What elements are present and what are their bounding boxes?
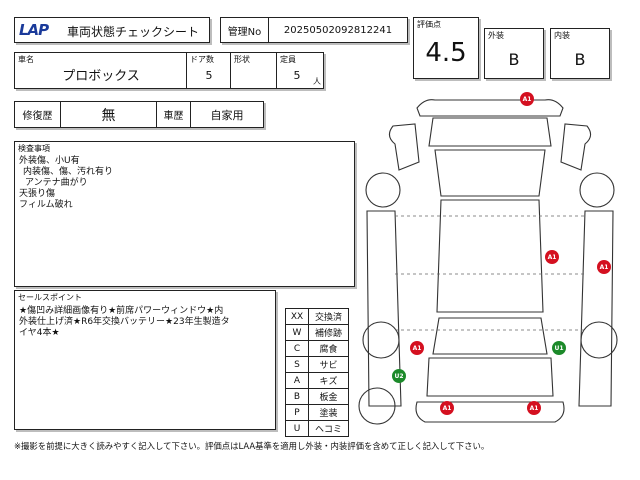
damage-marker: A1 bbox=[545, 250, 559, 264]
shape-cell: 形状 bbox=[231, 53, 277, 88]
sales-line: 外装仕上げ済★R6年交換バッテリー★23年生製造タ bbox=[19, 317, 230, 327]
sales-point-text: ★傷凹み詳細画像有り★前席パワーウィンドウ★内 外装仕上げ済★R6年交換バッテリ… bbox=[19, 306, 275, 339]
sales-point-label: セールスポイント bbox=[18, 293, 82, 302]
repair-value: 無 bbox=[61, 102, 157, 127]
shape-value bbox=[231, 63, 277, 87]
inspection-notes: 外装傷、小U有 内装傷、傷、汚れ有り アンテナ曲がり 天張り傷 フィルム破れ bbox=[19, 156, 113, 211]
exterior-grade-box: 外装 B bbox=[484, 28, 544, 79]
damage-marker: A1 bbox=[410, 341, 424, 355]
management-label: 管理No bbox=[221, 18, 269, 42]
capacity-value: 5 bbox=[293, 68, 301, 82]
doors-value: 5 bbox=[205, 68, 213, 82]
car-diagram bbox=[358, 99, 618, 425]
management-box: 管理No 20250502092812241 bbox=[220, 17, 408, 43]
score-label: 評価点 bbox=[417, 20, 441, 29]
footer-note: ※撮影を前提に大きく読みやすく記入して下さい。評価点はLAA基準を適用し外装・内… bbox=[14, 441, 490, 451]
history-value: 自家用 bbox=[210, 108, 244, 122]
inspection-line: フィルム破れ bbox=[19, 200, 73, 210]
capacity-unit: 人 bbox=[313, 77, 321, 86]
inspection-line: 外装傷、小U有 bbox=[19, 156, 80, 166]
inspection-line: 天張り傷 bbox=[19, 189, 56, 199]
repair-box: 修復歴 無 車歴 自家用 bbox=[14, 101, 264, 128]
damage-marker: A1 bbox=[527, 401, 541, 415]
exterior-label: 外装 bbox=[488, 31, 504, 40]
car-name-cell: 車名 プロボックス bbox=[15, 53, 187, 88]
damage-marker: A1 bbox=[597, 260, 611, 274]
score-box: 評価点 4.5 bbox=[413, 17, 479, 79]
interior-label: 内装 bbox=[554, 31, 570, 40]
dent-marker: U2 bbox=[392, 369, 406, 383]
sales-line: イヤ4本★ bbox=[19, 328, 60, 338]
sales-point-box: セールスポイント ★傷凹み詳細画像有り★前席パワーウィンドウ★内 外装仕上げ済★… bbox=[14, 290, 276, 430]
exterior-grade: B bbox=[508, 49, 520, 69]
capacity-label: 定員 bbox=[280, 55, 296, 64]
management-number: 20250502092812241 bbox=[283, 24, 393, 36]
interior-grade: B bbox=[574, 49, 586, 69]
inspection-line: 内装傷、傷、汚れ有り bbox=[23, 167, 114, 177]
repair-label: 修復歴 bbox=[15, 102, 61, 127]
history-label: 車歴 bbox=[157, 102, 191, 127]
lap-logo: LAP bbox=[19, 21, 49, 39]
car-name-label: 車名 bbox=[18, 55, 34, 64]
sheet-title: 車両状態チェックシート bbox=[67, 25, 200, 39]
sales-line: ★傷凹み詳細画像有り★前席パワーウィンドウ★内 bbox=[19, 306, 224, 316]
car-name: プロボックス bbox=[62, 68, 140, 84]
damage-marker: A1 bbox=[520, 92, 534, 106]
doors-label: ドア数 bbox=[190, 55, 214, 64]
doors-cell: ドア数 5 bbox=[187, 53, 231, 88]
header-title-box: LAP 車両状態チェックシート bbox=[14, 17, 210, 43]
damage-marker: A1 bbox=[440, 401, 454, 415]
inspection-label: 検査事項 bbox=[18, 144, 50, 153]
inspection-line: アンテナ曲がり bbox=[25, 178, 88, 188]
inspection-box: 検査事項 外装傷、小U有 内装傷、傷、汚れ有り アンテナ曲がり 天張り傷 フィル… bbox=[14, 141, 355, 287]
shape-label: 形状 bbox=[234, 55, 250, 64]
dent-marker: U1 bbox=[552, 341, 566, 355]
score-value: 4.5 bbox=[425, 38, 467, 68]
interior-grade-box: 内装 B bbox=[550, 28, 610, 79]
capacity-cell: 定員 5 人 bbox=[277, 53, 323, 88]
vehicle-info-box: 車名 プロボックス ドア数 5 形状 定員 5 人 bbox=[14, 52, 324, 89]
